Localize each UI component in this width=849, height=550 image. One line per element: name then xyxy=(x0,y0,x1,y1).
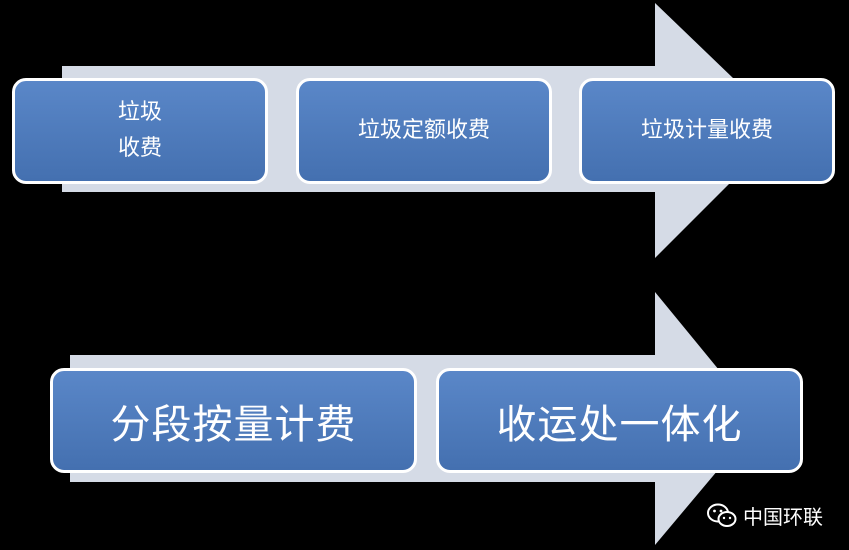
step-waste-fee-line2: 收费 xyxy=(117,136,162,161)
step-integrated-service-label: 收运处一体化 xyxy=(496,401,743,448)
step-tiered-fee: 分段按量计费 xyxy=(50,368,417,473)
step-fixed-fee-label: 垃圾定额收费 xyxy=(357,118,490,143)
watermark-text: 中国环联 xyxy=(743,505,823,529)
step-metered-fee: 垃圾计量收费 xyxy=(579,78,835,184)
wechat-icon xyxy=(707,503,737,527)
step-tiered-fee-label: 分段按量计费 xyxy=(110,401,357,448)
step-waste-fee: 垃圾 收费 xyxy=(12,78,268,184)
step-fixed-fee: 垃圾定额收费 xyxy=(296,78,552,184)
step-integrated-service: 收运处一体化 xyxy=(436,368,803,473)
step-waste-fee-line1: 垃圾 xyxy=(117,100,162,125)
watermark: 中国环联 xyxy=(707,501,823,530)
step-metered-fee-label: 垃圾计量收费 xyxy=(640,118,773,143)
